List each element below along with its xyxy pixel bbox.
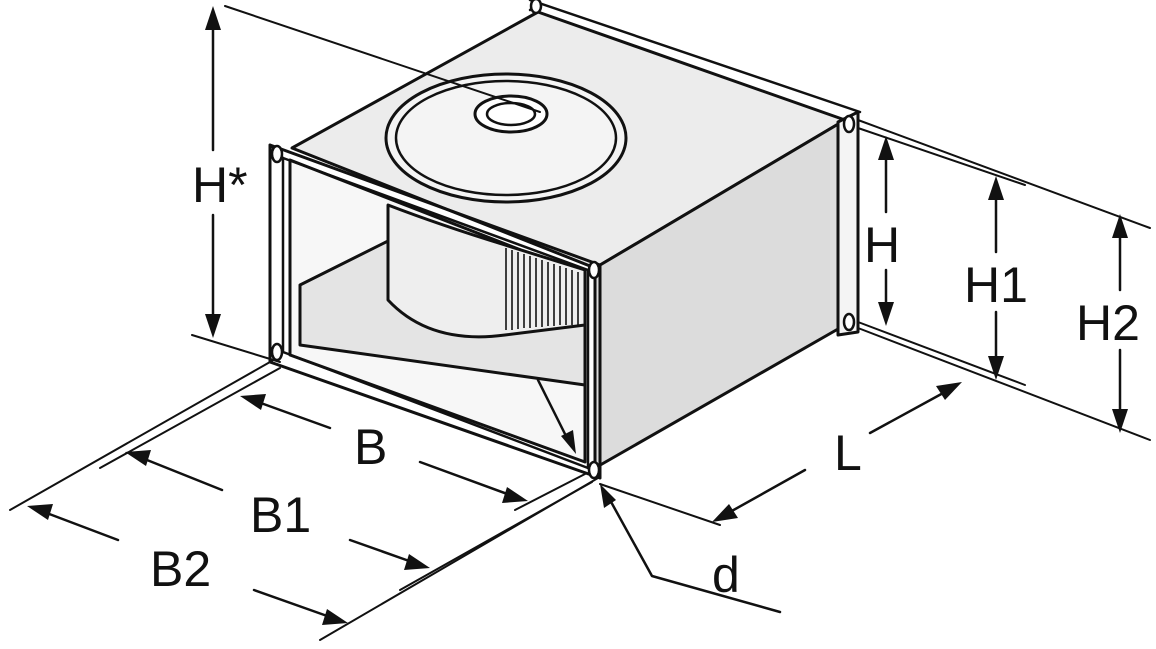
- front-flange: [268, 143, 602, 480]
- label-b2: B2: [150, 541, 211, 597]
- bolt-hole-top-right: [587, 260, 601, 280]
- bolt-hole-rear-bottom: [842, 312, 856, 332]
- bolt-hole-bottom-right: [587, 460, 601, 480]
- label-h-star: H*: [192, 157, 248, 213]
- label-b1: B1: [250, 487, 311, 543]
- motor-assembly: [298, 203, 587, 387]
- label-d: d: [712, 547, 740, 603]
- impeller-blades: [505, 248, 579, 330]
- dimension-labels: H* H H1 H2 B B1 B2 L d: [150, 157, 1140, 603]
- label-h2: H2: [1076, 295, 1140, 351]
- label-b: B: [354, 419, 387, 475]
- bolt-hole-rear-top: [842, 114, 856, 134]
- label-l: L: [834, 425, 862, 481]
- extension-lines: [9, 5, 1151, 641]
- motor-cover-outer-ring: [384, 72, 628, 204]
- label-h: H: [864, 217, 900, 273]
- dimension-lines: [27, 6, 1128, 625]
- bolt-hole-top-left: [270, 144, 284, 164]
- bolt-hole-bottom-left: [270, 342, 284, 362]
- label-h1: H1: [964, 257, 1028, 313]
- rear-flange: [528, 0, 862, 337]
- motor-cover: [384, 72, 628, 204]
- motor-cover-hub: [473, 94, 549, 134]
